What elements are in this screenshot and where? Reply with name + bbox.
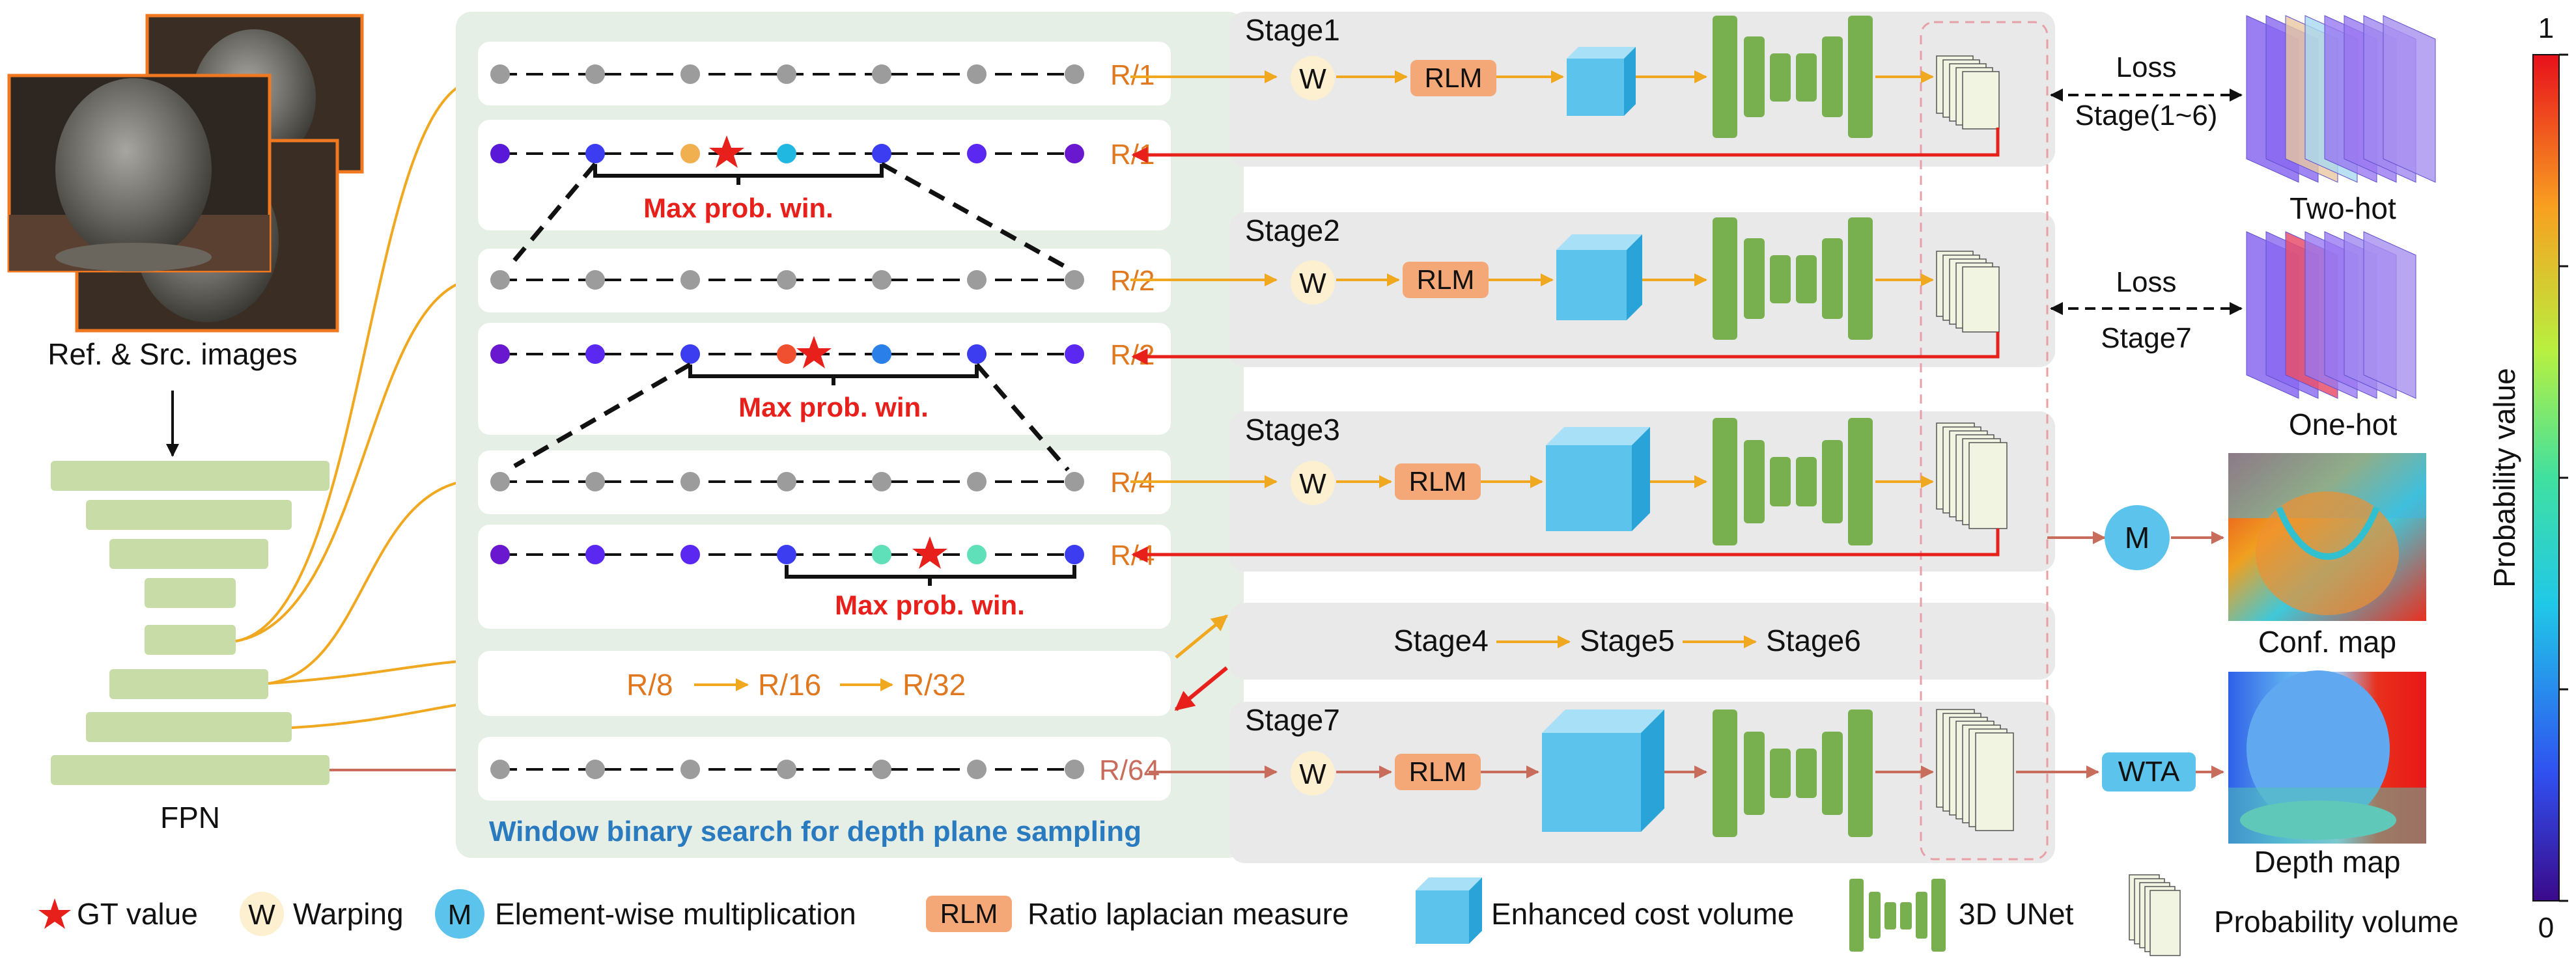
rlm-label-7: RLM — [1409, 756, 1467, 787]
fpn-label: FPN — [160, 801, 220, 834]
depth-map — [2228, 670, 2426, 844]
multiplication-node — [2105, 505, 2170, 570]
row-label-r1: R/1 — [1110, 59, 1155, 91]
legend-unet: 3D UNet — [1959, 897, 2074, 931]
legend-rlm: Ratio laplacian measure — [1028, 897, 1349, 931]
cost-volume-cube-2 — [1556, 234, 1642, 320]
unet-1 — [1713, 16, 1873, 138]
res-r16: R/16 — [758, 668, 821, 702]
legend-cost-volume: Enhanced cost volume — [1491, 897, 1794, 931]
two-hot-volume — [2246, 15, 2436, 183]
legend-m-symbol: M — [448, 899, 472, 931]
row-label-r64: R/64 — [1099, 754, 1160, 786]
stage1-panel — [1229, 12, 2055, 167]
colorbar-max: 1 — [2538, 12, 2554, 44]
unet-icon — [1849, 879, 1946, 952]
stage2-title: Stage2 — [1245, 213, 1340, 247]
legend: GT value W Warping M Element-wise multip… — [38, 874, 2459, 956]
warping-node-1 — [1291, 56, 1335, 100]
depth-map-label: Depth map — [2254, 845, 2400, 879]
rlm-label-2: RLM — [1417, 264, 1475, 295]
stage5-label: Stage5 — [1580, 624, 1675, 657]
warping-icon — [240, 892, 284, 936]
stage1-feedback-arrow — [1131, 128, 2000, 163]
legend-w-symbol: W — [248, 899, 275, 931]
one-hot-label: One-hot — [2289, 407, 2397, 441]
warping-symbol-7: W — [1299, 758, 1326, 790]
unet-7 — [1713, 709, 1873, 837]
stage3-pipeline: W RLM — [1130, 418, 2008, 545]
prob-volume-2 — [1936, 251, 2000, 333]
wta-label: WTA — [2118, 756, 2180, 788]
rlm-box-1 — [1410, 60, 1496, 96]
rlm-label-1: RLM — [1425, 62, 1483, 93]
prob-volume-7 — [1936, 709, 2014, 831]
prob-volume-column — [1920, 21, 2049, 861]
warping-symbol-2: W — [1299, 268, 1326, 299]
one-hot-volume — [2246, 231, 2416, 399]
stage1-pipeline: W RLM — [1130, 16, 2000, 138]
cost-volume-cube-1 — [1567, 47, 1636, 116]
wta-box — [2102, 752, 2196, 792]
stage3-feedback-arrow — [1131, 529, 2000, 563]
legend-prob-volume: Probability volume — [2214, 905, 2459, 939]
fpn-pyramid — [51, 461, 329, 785]
conf-map-label: Conf. map — [2258, 625, 2396, 659]
max-prob-window-label-1: Max prob. win. — [643, 193, 833, 223]
multiplication-icon — [435, 889, 484, 939]
unet-2 — [1713, 217, 1873, 340]
loss1-title: Loss — [2116, 51, 2177, 83]
prob-volume-3 — [1936, 422, 2008, 529]
probability-colorbar — [2532, 54, 2560, 902]
images-caption: Ref. & Src. images — [48, 337, 297, 371]
two-hot-label: Two-hot — [2289, 191, 2396, 225]
loss2-title: Loss — [2116, 266, 2177, 298]
legend-multiplication: Element-wise multiplication — [495, 897, 856, 931]
warping-symbol-3: W — [1299, 468, 1326, 500]
legend-gt: GT value — [77, 897, 198, 931]
stage7-pipeline: W RLM — [1149, 709, 2014, 837]
warping-symbol-1: W — [1299, 63, 1326, 95]
stage456-panel — [1229, 603, 2055, 680]
prob-volume-1 — [1936, 55, 2000, 130]
max-prob-window-label-2: Max prob. win. — [738, 392, 929, 422]
rlm-icon — [926, 896, 1012, 932]
legend-warping: Warping — [293, 897, 404, 931]
stage7-title: Stage7 — [1245, 703, 1340, 737]
max-prob-window-label-3: Max prob. win. — [835, 590, 1025, 620]
cost-volume-cube-3 — [1546, 427, 1650, 531]
legend-rlm-symbol: RLM — [940, 898, 998, 929]
confidence-map — [2228, 453, 2426, 621]
prob-volume-icon — [2129, 874, 2181, 956]
stage2-pipeline: W RLM — [1130, 217, 2000, 340]
multiplication-symbol: M — [2125, 521, 2149, 555]
colorbar-min: 0 — [2538, 912, 2554, 944]
loss1-sub: Stage(1~6) — [2075, 100, 2218, 131]
stage4-label: Stage4 — [1393, 624, 1489, 657]
loss2-sub: Stage7 — [2101, 322, 2191, 354]
stage2-feedback-arrow — [1131, 332, 2000, 365]
stage1-title: Stage1 — [1245, 13, 1340, 47]
fpn-connectors — [235, 79, 470, 729]
res-r8: R/8 — [626, 668, 673, 702]
reference-source-images — [7, 14, 364, 333]
cost-volume-icon — [1416, 877, 1482, 944]
rlm-label-3: RLM — [1409, 466, 1467, 497]
cost-volume-cube-7 — [1542, 709, 1664, 832]
stage3-title: Stage3 — [1245, 413, 1340, 447]
gt-star-icon — [38, 898, 71, 929]
stage6-label: Stage6 — [1766, 624, 1861, 657]
unet-3 — [1713, 418, 1873, 545]
res-r32: R/32 — [903, 668, 966, 702]
colorbar-label: Probability value — [2487, 368, 2521, 588]
search-title: Window binary search for depth plane sam… — [489, 816, 1141, 847]
